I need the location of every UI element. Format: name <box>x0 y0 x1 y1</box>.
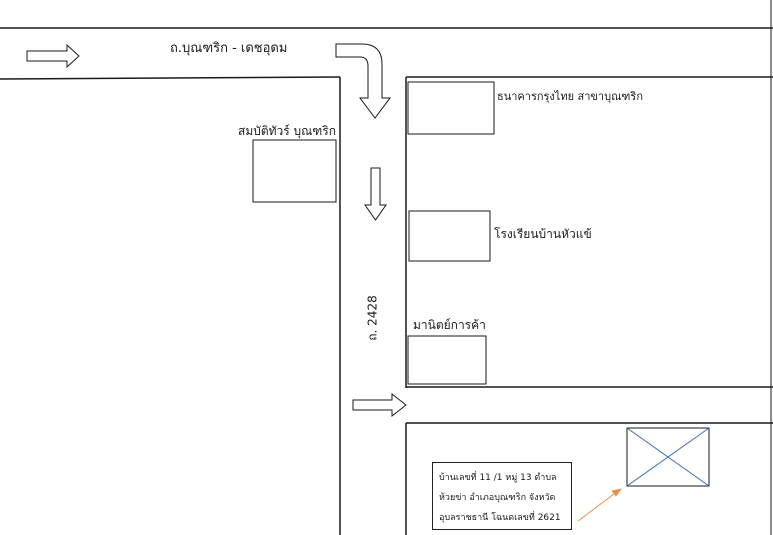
main-road-edge-left <box>0 76 341 80</box>
bank-label: ธนาคารกรุงไทย สาขาบุณฑริก <box>497 90 643 103</box>
side-road-label: ถ. 2428 <box>365 295 380 341</box>
school-building <box>408 210 491 262</box>
pointer-arrow-line <box>577 490 619 522</box>
arrow-right-side-street <box>352 392 407 418</box>
address-line-3: อุบลราชธานี โฉนดเลขที่ 2621 <box>439 513 561 523</box>
target-plot <box>626 427 710 487</box>
arrow-right-main-road <box>26 43 80 69</box>
shop-building <box>407 335 487 385</box>
address-box: บ้านเลขที่ 11 /1 หมู่ 13 ตำบล ห้วยข่า อำ… <box>432 462 572 530</box>
address-line-1: บ้านเลขที่ 11 /1 หมู่ 13 ตำบล <box>439 473 557 483</box>
bank-building <box>407 81 495 135</box>
shop-label: มานิตย์การค้า <box>413 318 486 332</box>
main-road-label: ถ.บุณฑริก - เดชอุดม <box>170 41 288 56</box>
arrow-turn-down <box>335 43 391 119</box>
target-cross-line-b <box>626 427 710 487</box>
store-left-label: สมบัติทัวร์ บุณฑริก <box>238 124 336 138</box>
store-left-building <box>252 139 337 203</box>
address-line-2: ห้วยข่า อำเภอบุณฑริก จังหวัด <box>439 493 556 503</box>
pointer-arrowhead <box>611 488 622 497</box>
school-label: โรงเรียนบ้านหัวแข้ <box>494 227 592 241</box>
arrow-down-side-road <box>364 167 387 221</box>
